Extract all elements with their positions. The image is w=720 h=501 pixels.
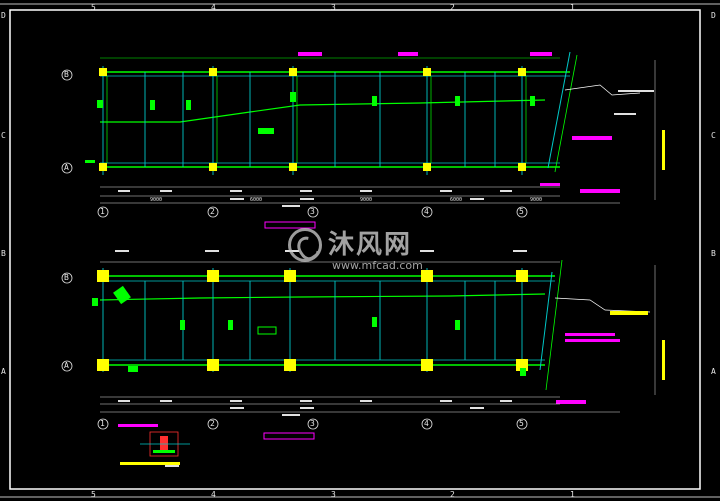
frame-left-label-b: B [1,249,6,258]
watermark: 沐风网 www.mfcad.com [288,228,423,272]
frame-top-label-4: 4 [211,3,216,12]
watermark-brand: 沐风网 [328,230,413,260]
frame-top-label-3: 3 [331,3,336,12]
lower-row-a: A [64,361,69,370]
section-detail [140,431,190,467]
frame-left-label-a: A [1,367,6,376]
frame-top-label-1: 1 [570,3,575,12]
watermark-url: www.mfcad.com [332,259,423,272]
frame-bottom-label-4: 4 [211,490,216,499]
frame-bottom-label-1: 1 [570,490,575,499]
lower-axis-4: 4 [424,419,429,428]
mfcad-logo-icon [288,228,322,262]
lower-axis-3: 3 [310,419,315,428]
upper-axis-5: 5 [519,207,524,216]
upper-axis-2: 2 [210,207,215,216]
frame-right-label-a: A [711,367,716,376]
dim-2: 6000 [250,197,263,203]
lower-axis-2: 2 [210,419,215,428]
frame-top-label-5: 5 [91,3,96,12]
upper-axis-bubbles [61,69,528,218]
lower-row-b: B [64,273,69,282]
dim-1: 9000 [150,197,163,203]
frame-right-label-c: C [711,131,716,140]
frame-bottom-label-5: 5 [91,490,96,499]
upper-row-b: B [64,70,69,79]
upper-axis-4: 4 [424,207,429,216]
lower-axis-1: 1 [100,419,105,428]
lower-plan [61,250,665,467]
frame-bottom-label-2: 2 [450,490,455,499]
frame-left-label-d: D [1,11,6,20]
upper-plan [61,51,665,229]
frame-right-label-b: B [711,249,716,258]
upper-axis-1: 1 [100,207,105,216]
dim-4: 6000 [450,197,463,203]
upper-axis-3: 3 [310,207,315,216]
frame-right-label-d: D [711,11,716,20]
dim-3: 9000 [360,197,373,203]
frame-top-label-2: 2 [450,3,455,12]
drawing-border [9,9,701,490]
frame-bottom-label-3: 3 [331,490,336,499]
upper-row-a: A [64,163,69,172]
lower-axis-bubbles [61,272,528,430]
lower-axis-5: 5 [519,419,524,428]
frame-left-label-c: C [1,131,6,140]
dim-5: 9000 [530,197,543,203]
